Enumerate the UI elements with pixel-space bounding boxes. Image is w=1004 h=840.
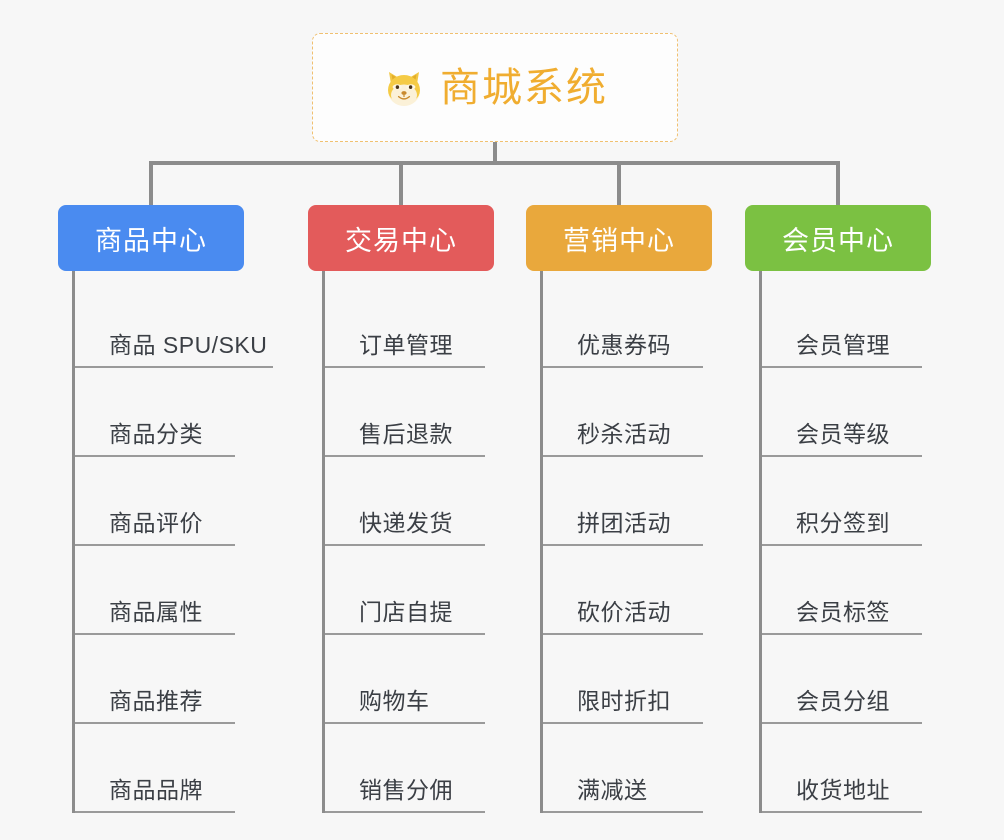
- leaf-label: 会员等级: [762, 415, 922, 457]
- list-item[interactable]: 商品 SPU/SKU: [75, 279, 274, 368]
- leaf-list-product: 商品 SPU/SKU 商品分类 商品评价 商品属性 商品推荐 商品品牌: [72, 271, 274, 813]
- leaf-label: 商品分类: [75, 415, 235, 457]
- leaf-label: 会员标签: [762, 593, 922, 635]
- connector-drop-3: [617, 161, 621, 205]
- category-column-member: 会员中心 会员管理 会员等级 积分签到 会员标签 会员分组 收货地址: [745, 205, 931, 813]
- category-header-marketing[interactable]: 营销中心: [526, 205, 712, 271]
- list-item[interactable]: 商品评价: [75, 457, 273, 546]
- leaf-label: 秒杀活动: [543, 415, 703, 457]
- list-item[interactable]: 商品品牌: [75, 724, 273, 813]
- leaf-list-marketing: 优惠券码 秒杀活动 拼团活动 砍价活动 限时折扣 满减送: [540, 271, 712, 813]
- leaf-label: 积分签到: [762, 504, 922, 546]
- list-item[interactable]: 会员管理: [762, 279, 931, 368]
- leaf-label: 快递发货: [325, 504, 485, 546]
- leaf-label: 商品推荐: [75, 682, 235, 724]
- category-header-trade[interactable]: 交易中心: [308, 205, 494, 271]
- leaf-label: 砍价活动: [543, 593, 703, 635]
- list-item[interactable]: 商品推荐: [75, 635, 273, 724]
- leaf-label: 商品 SPU/SKU: [75, 326, 274, 368]
- category-label: 营销中心: [563, 225, 675, 256]
- list-item[interactable]: 满减送: [543, 724, 712, 813]
- leaf-label: 会员管理: [762, 326, 922, 368]
- connector-drop-1: [149, 161, 153, 205]
- root-node[interactable]: 商城系统: [312, 33, 678, 142]
- list-item[interactable]: 门店自提: [325, 546, 494, 635]
- leaf-label: 购物车: [325, 682, 485, 724]
- root-title: 商城系统: [440, 65, 608, 110]
- leaf-label: 门店自提: [325, 593, 485, 635]
- list-item[interactable]: 商品属性: [75, 546, 273, 635]
- connector-drop-2: [399, 161, 403, 205]
- leaf-label: 限时折扣: [543, 682, 703, 724]
- leaf-label: 商品属性: [75, 593, 235, 635]
- category-column-product: 商品中心 商品 SPU/SKU 商品分类 商品评价 商品属性 商品推荐 商品品牌: [58, 205, 274, 813]
- connector-root-stem: [493, 142, 497, 164]
- list-item[interactable]: 快递发货: [325, 457, 494, 546]
- list-item[interactable]: 会员标签: [762, 546, 931, 635]
- list-item[interactable]: 秒杀活动: [543, 368, 712, 457]
- list-item[interactable]: 订单管理: [325, 279, 494, 368]
- category-header-member[interactable]: 会员中心: [745, 205, 931, 271]
- leaf-label: 优惠券码: [543, 326, 703, 368]
- leaf-label: 满减送: [543, 771, 703, 813]
- leaf-list-member: 会员管理 会员等级 积分签到 会员标签 会员分组 收货地址: [759, 271, 931, 813]
- list-item[interactable]: 限时折扣: [543, 635, 712, 724]
- list-item[interactable]: 收货地址: [762, 724, 931, 813]
- list-item[interactable]: 拼团活动: [543, 457, 712, 546]
- connector-horizontal-bus: [149, 161, 838, 165]
- list-item[interactable]: 积分签到: [762, 457, 931, 546]
- list-item[interactable]: 销售分佣: [325, 724, 494, 813]
- connector-drop-4: [836, 161, 840, 205]
- category-header-product[interactable]: 商品中心: [58, 205, 244, 271]
- leaf-label: 会员分组: [762, 682, 922, 724]
- leaf-label: 拼团活动: [543, 504, 703, 546]
- category-column-trade: 交易中心 订单管理 售后退款 快递发货 门店自提 购物车 销售分佣: [308, 205, 494, 813]
- category-label: 商品中心: [95, 225, 207, 256]
- list-item[interactable]: 商品分类: [75, 368, 273, 457]
- leaf-label: 售后退款: [325, 415, 485, 457]
- list-item[interactable]: 优惠券码: [543, 279, 712, 368]
- category-label: 交易中心: [345, 225, 457, 256]
- leaf-list-trade: 订单管理 售后退款 快递发货 门店自提 购物车 销售分佣: [322, 271, 494, 813]
- list-item[interactable]: 会员等级: [762, 368, 931, 457]
- list-item[interactable]: 购物车: [325, 635, 494, 724]
- leaf-label: 订单管理: [325, 326, 485, 368]
- category-label: 会员中心: [782, 225, 894, 256]
- leaf-label: 收货地址: [762, 771, 922, 813]
- shiba-dog-face-icon: [382, 66, 426, 110]
- list-item[interactable]: 砍价活动: [543, 546, 712, 635]
- leaf-label: 销售分佣: [325, 771, 485, 813]
- leaf-label: 商品评价: [75, 504, 235, 546]
- list-item[interactable]: 会员分组: [762, 635, 931, 724]
- list-item[interactable]: 售后退款: [325, 368, 494, 457]
- category-column-marketing: 营销中心 优惠券码 秒杀活动 拼团活动 砍价活动 限时折扣 满减送: [526, 205, 712, 813]
- leaf-label: 商品品牌: [75, 771, 235, 813]
